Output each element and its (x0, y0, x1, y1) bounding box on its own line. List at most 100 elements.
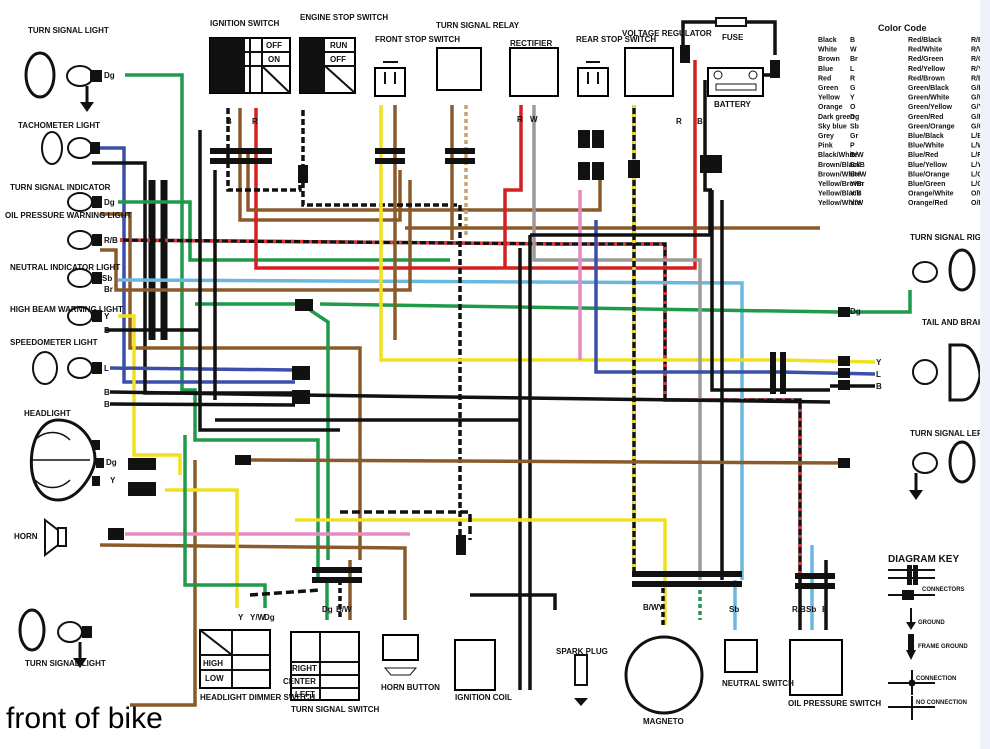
ignition-switch-icon (209, 37, 291, 94)
bulb-socket-icon (67, 306, 102, 326)
connection-key-icon (888, 670, 935, 695)
color-code-abbrev: G/W (971, 95, 985, 102)
color-code-name: Red/White (908, 47, 942, 54)
label-ignition-switch: IGNITION SWITCH (210, 19, 280, 28)
wire-label: Y (658, 603, 664, 612)
color-code-name: Green/Black (908, 85, 949, 92)
ignition-pos-off: OFF (266, 41, 282, 50)
wire-label: Dg (264, 613, 275, 622)
color-code-name: Blue/Orange (908, 171, 950, 178)
connector-block (445, 148, 475, 154)
label-neutral-indicator-light: NEUTRAL INDICATOR LIGHT (10, 263, 120, 272)
color-code-name: Pink (818, 143, 833, 150)
color-code-abbrev: G/B (971, 85, 983, 92)
bulb-socket-icon (67, 192, 102, 212)
connector-block (312, 567, 362, 573)
horn-icon (44, 517, 67, 558)
color-code-abbrev: P (850, 143, 855, 150)
color-code-abbrev: L/O (971, 171, 983, 178)
label-neutral-switch: NEUTRAL SWITCH (722, 679, 794, 688)
connector (592, 130, 604, 148)
connector (700, 155, 722, 173)
wire-grey (532, 105, 702, 580)
label-oil-pressure-switch: OIL PRESSURE SWITCH (788, 699, 881, 708)
connector-block (632, 571, 742, 577)
color-code-abbrev: Gr (850, 133, 858, 140)
color-code-name: Brown/White (818, 171, 861, 178)
connector (838, 380, 850, 390)
color-code-name: Blue/Yellow (908, 162, 947, 169)
color-code-name: Blue/White (908, 143, 944, 150)
color-code-title: Color Code (878, 23, 927, 33)
wire-brown (100, 180, 412, 292)
connector-block (795, 573, 835, 579)
label-front-stop-switch: FRONT STOP SWITCH (375, 35, 460, 44)
page-edge (980, 0, 990, 749)
wire-sky-blue (117, 278, 744, 580)
color-code-abbrev: L/B (971, 133, 982, 140)
wire-label: B/W (643, 603, 659, 612)
color-code-name: Yellow/White (818, 200, 861, 207)
magneto-icon (624, 635, 704, 715)
wire-black (710, 190, 830, 392)
wire-label: L (876, 370, 881, 379)
ground-icon (73, 642, 87, 668)
wire-label: Sb (102, 274, 112, 283)
rear-stop-switch-icon (577, 61, 609, 97)
wire-black (470, 593, 557, 610)
color-code-name: Red/Black (908, 37, 942, 44)
wire-yellow-white (249, 588, 321, 597)
wire-yellow (779, 358, 876, 364)
turn-pos-center: CENTER (283, 677, 316, 686)
bulb-socket-icon (912, 261, 938, 283)
color-code-abbrev: L/Y (971, 162, 982, 169)
connector-block (795, 583, 835, 589)
wire-label: Dg (322, 605, 333, 614)
label-turn-signal-light-front-right: TURN SIGNAL LIGHT (28, 26, 109, 35)
color-code-name: Yellow (818, 95, 840, 102)
diagram-key-title: DIAGRAM KEY (888, 554, 959, 565)
label-turn-signal-indicator: TURN SIGNAL INDICATOR (10, 183, 111, 192)
connector-key-icon (888, 565, 935, 600)
color-code-abbrev: L/G (971, 181, 983, 188)
label-horn-button: HORN BUTTON (381, 683, 440, 692)
label-rear-stop-switch: REAR STOP SWITCH (576, 35, 656, 44)
wire-label: R (676, 117, 682, 126)
color-code-name: Green/Yellow (908, 104, 953, 111)
connector-block (210, 158, 272, 164)
engine-stop-pos-run: RUN (330, 41, 348, 50)
wire-black (109, 390, 296, 397)
wire-label: L (104, 364, 109, 373)
color-code-abbrev: R/G (971, 56, 984, 63)
connector (578, 162, 590, 180)
connector-block (210, 148, 272, 154)
wire-label: Y (876, 358, 882, 367)
wire-blue (779, 370, 876, 376)
connector (292, 366, 310, 380)
color-code-abbrev: G/R (971, 114, 983, 121)
color-code-name: Blue/Red (908, 152, 938, 159)
wire-green (183, 435, 267, 608)
connector (456, 535, 466, 555)
wire-label: Dg (850, 307, 861, 316)
diagram-key-item: FRAME GROUND (918, 644, 968, 650)
no-connection-key-icon (888, 696, 935, 720)
ground-key-icon (906, 608, 916, 630)
color-code-abbrev: L/R (971, 152, 982, 159)
connector (235, 455, 251, 465)
color-code-abbrev: W (850, 47, 857, 54)
connector-block (770, 352, 776, 394)
wire-red-black (119, 238, 561, 246)
engine-stop-pos-off: OFF (330, 55, 346, 64)
label-speedometer-light: SPEEDOMETER LIGHT (10, 338, 98, 347)
wire-blue (109, 366, 296, 372)
label-horn: HORN (14, 532, 38, 541)
turn-pos-right: RIGHT (292, 664, 317, 673)
bulb-socket-icon (912, 452, 938, 474)
wire-blue (98, 146, 295, 384)
color-code-name: Grey (818, 133, 834, 140)
wire-red (254, 60, 697, 270)
label-rectifier: RECTIFIER (510, 39, 552, 48)
horn-button-icon (382, 634, 419, 676)
